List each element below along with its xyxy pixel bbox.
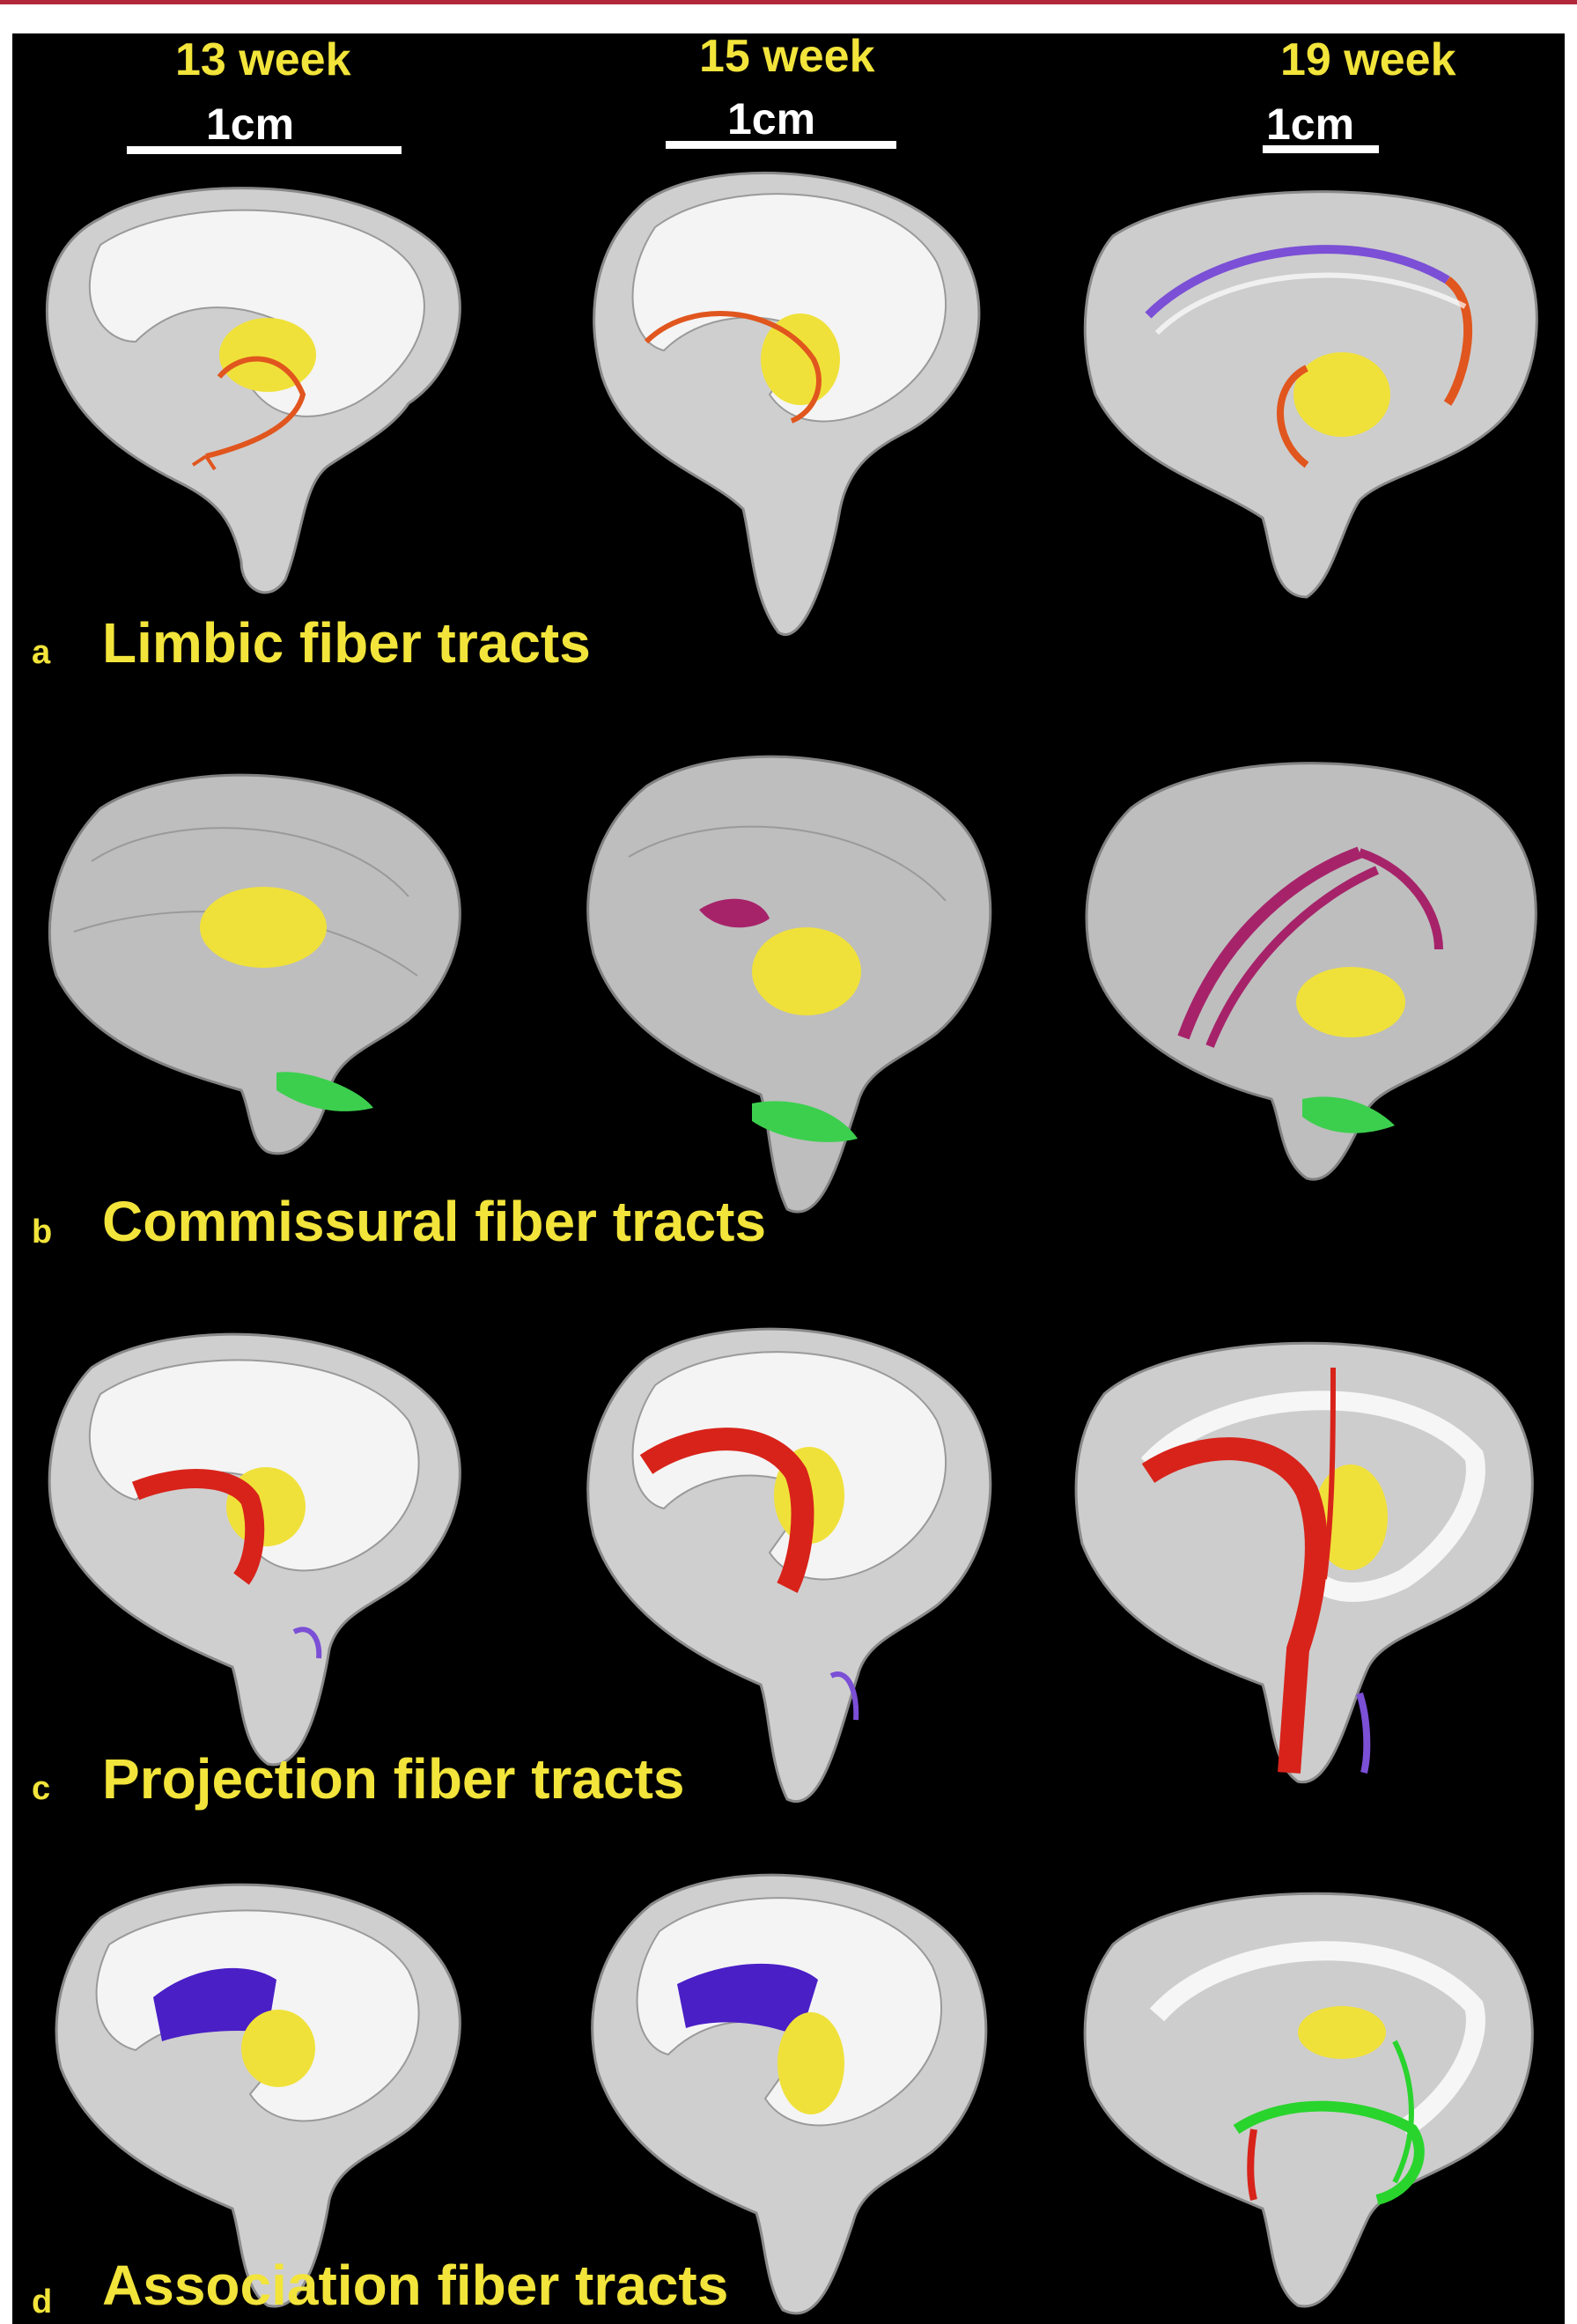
scale-label-13: 1cm — [206, 100, 295, 149]
top-rule — [0, 0, 1577, 4]
row-letter-b: b — [32, 1214, 53, 1251]
row-title-a: Limbic fiber tracts — [102, 611, 591, 675]
scale-bar-19 — [1263, 145, 1379, 153]
brain-a-13wk — [45, 187, 461, 594]
col-header-19-week: 19 week — [1280, 34, 1456, 85]
brain-c-15wk — [586, 1327, 992, 1803]
scale-label-15: 1cm — [727, 94, 816, 144]
brain-d-15wk — [591, 1873, 988, 2315]
row-letter-d: d — [32, 2283, 53, 2320]
figure-panel: 13 week 15 week 19 week 1cm 1cm 1cm a Li… — [12, 33, 1565, 2324]
scale-label-19: 1cm — [1266, 100, 1355, 149]
brain-b-13wk — [48, 773, 461, 1155]
scale-bar-13 — [127, 146, 402, 154]
brain-b-19wk — [1085, 762, 1537, 1181]
col-header-15-week: 15 week — [699, 33, 875, 82]
row-title-d: Association fiber tracts — [102, 2254, 729, 2317]
brain-b-15wk — [586, 755, 992, 1214]
brain-a-19wk — [1083, 190, 1538, 599]
brain-d-13wk — [55, 1883, 461, 2308]
row-title-b: Commissural fiber tracts — [102, 1190, 767, 1253]
row-letter-a: a — [32, 634, 51, 671]
brain-c-13wk — [48, 1332, 461, 1767]
brain-c-19wk — [1074, 1341, 1534, 1784]
brain-d-19wk — [1083, 1892, 1534, 2308]
col-header-13-week: 13 week — [175, 34, 351, 85]
row-letter-c: c — [32, 1770, 51, 1807]
row-title-c: Projection fiber tracts — [102, 1747, 685, 1811]
scale-bar-15 — [666, 141, 896, 149]
brain-a-15wk — [593, 171, 981, 636]
